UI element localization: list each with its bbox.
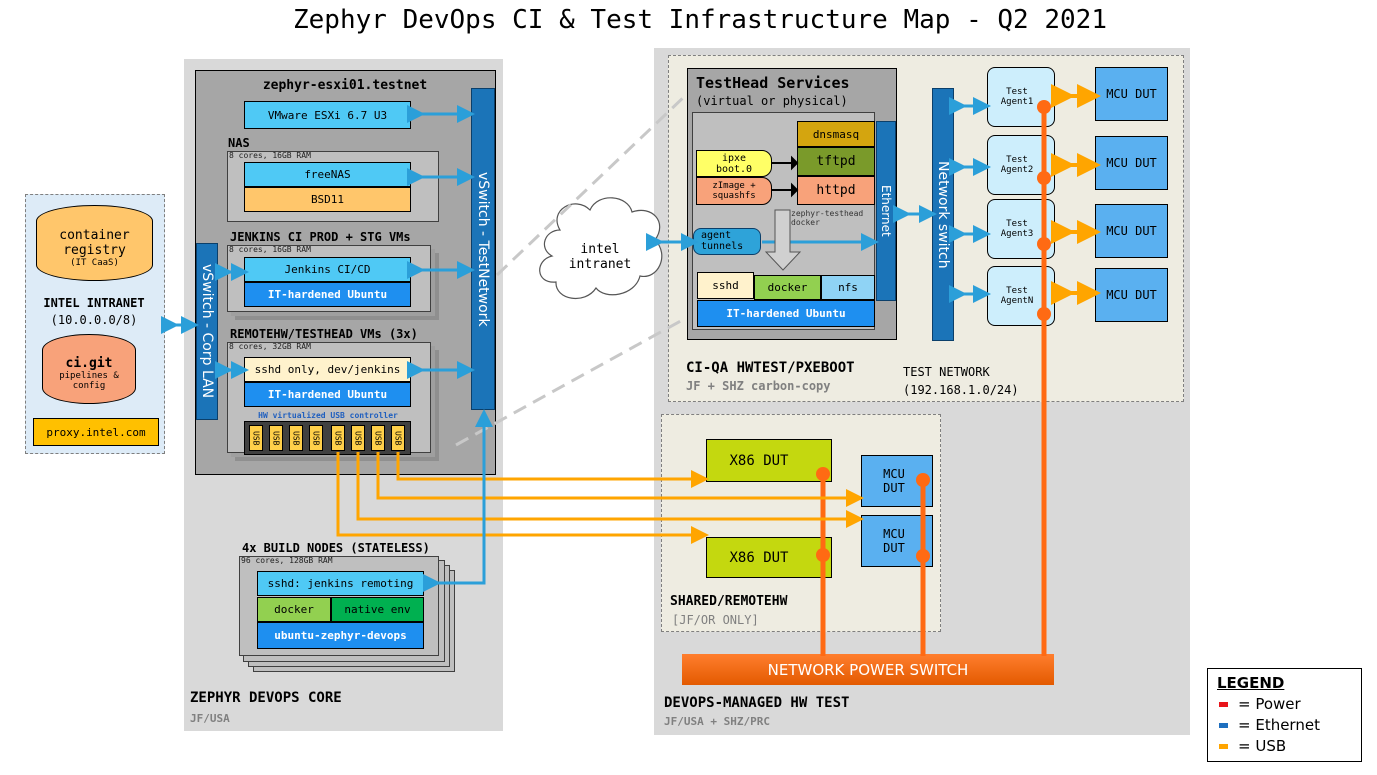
mcu-dut-n: MCU DUT	[1095, 268, 1168, 322]
ci-git-label: ci.git	[65, 355, 113, 371]
agent-tunnels-cylinder	[693, 228, 761, 255]
legend-usb-swatch	[1219, 744, 1228, 749]
page-title: Zephyr DevOps CI & Test Infrastructure M…	[293, 5, 1107, 35]
legend-usb-label: = USB	[1238, 737, 1287, 755]
vswitch-corp-lan: vSwitch - Corp LAN	[196, 243, 218, 420]
x86-dut-2: X86 DUT	[706, 537, 832, 578]
native-env-box: native env	[331, 597, 424, 622]
sshd-jenkins-box: sshd: jenkins remoting	[257, 571, 424, 596]
testhead-docker-box: docker	[754, 275, 821, 300]
usb-port: USB	[269, 425, 283, 451]
testhead-loc: JF + SHZ carbon-copy	[686, 379, 831, 393]
container-registry-sublabel: (IT CaaS)	[70, 258, 119, 268]
testhead-name: CI-QA HWTEST/PXEBOOT	[686, 360, 855, 376]
freenas-box: freeNAS	[244, 162, 411, 187]
test-network-subnet: (192.168.1.0/24)	[903, 383, 1019, 397]
testhead-title: TestHead Services	[696, 74, 850, 92]
intel-intranet-subnet: (10.0.0.0/8)	[50, 313, 138, 327]
remotehw-ubuntu-box: IT-hardened Ubuntu	[244, 382, 411, 407]
usb-port: USB	[351, 425, 365, 451]
usb-ports: USB USB USB USB USB USB USB USB	[249, 425, 409, 451]
mcu-dut-3: MCU DUT	[1095, 204, 1168, 258]
testhead-ethernet: Ethernet	[876, 121, 896, 301]
agent-tunnels-label: agent tunnels	[701, 230, 744, 252]
network-power-switch: NETWORK POWER SWITCH	[682, 654, 1054, 685]
build-docker-box: docker	[257, 597, 331, 622]
testhead-ubuntu-box: IT-hardened Ubuntu	[697, 300, 875, 327]
tftpd-box: tftpd	[797, 147, 875, 176]
dnsmasq-box: dnsmasq	[797, 121, 875, 147]
build-nodes-specs: 96 cores, 128GB RAM	[241, 556, 333, 565]
usb-controller-label: HW virtualized USB controller	[258, 410, 398, 420]
esxi-host-label: zephyr-esxi01.testnet	[262, 77, 428, 93]
sshd-dev-box: sshd only, dev/jenkins	[244, 357, 411, 382]
zimage-box: zImage + squashfs	[696, 177, 772, 205]
usb-port: USB	[249, 425, 263, 451]
test-agent-1: Test Agent1	[987, 67, 1055, 127]
core-region-loc: JF/USA	[190, 712, 230, 725]
x86-dut-1: X86 DUT	[706, 439, 832, 482]
legend-ethernet-swatch	[1219, 723, 1228, 728]
build-ubuntu-box: ubuntu-zephyr-devops	[257, 622, 424, 649]
proxy-box: proxy.intel.com	[33, 418, 159, 446]
remotehw-specs: 8 cores, 32GB RAM	[229, 342, 311, 351]
usb-port: USB	[331, 425, 345, 451]
nas-specs: 8 cores, 16GB RAM	[229, 151, 311, 160]
legend-box: LEGEND = Power = Ethernet = USB	[1207, 668, 1362, 762]
intel-intranet-name: INTEL INTRANET	[43, 296, 145, 310]
mcu-dut-1: MCU DUT	[1095, 67, 1168, 121]
vmware-box: VMware ESXi 6.7 U3	[244, 101, 411, 129]
usb-port: USB	[371, 425, 385, 451]
testhead-subtitle: (virtual or physical)	[696, 94, 848, 108]
mcu-dut-2: MCU DUT	[1095, 136, 1168, 190]
jenkins-label: JENKINS CI PROD + STG VMs	[230, 230, 411, 244]
intel-cloud-label: intel intranet	[568, 242, 632, 272]
shared-mcu-dut-2: MCU DUT	[861, 515, 933, 567]
container-registry-cylinder: container registry (IT CaaS)	[36, 205, 153, 281]
bsd11-box: BSD11	[244, 187, 411, 212]
ipxe-box: ipxe boot.0	[696, 150, 772, 177]
test-agent-3: Test Agent3	[987, 199, 1055, 259]
usb-port: USB	[309, 425, 323, 451]
shared-name: SHARED/REMOTEHW	[670, 594, 788, 609]
hw-test-loc: JF/USA + SHZ/PRC	[664, 715, 770, 728]
core-region-name: ZEPHYR DEVOPS CORE	[190, 690, 342, 706]
remotehw-label: REMOTEHW/TESTHEAD VMs (3x)	[230, 327, 418, 341]
nfs-box: nfs	[821, 275, 875, 300]
test-network-name: TEST NETWORK	[903, 365, 990, 379]
jenkins-ci-box: Jenkins CI/CD	[244, 257, 411, 282]
shared-loc: [JF/OR ONLY]	[672, 613, 759, 627]
legend-power-swatch	[1219, 702, 1228, 707]
test-agent-2: Test Agent2	[987, 135, 1055, 195]
vswitch-testnetwork: vSwitch - TestNetwork	[471, 88, 495, 410]
sshd-box: sshd	[697, 272, 754, 299]
legend-ethernet-label: = Ethernet	[1238, 716, 1320, 734]
test-agent-n: Test AgentN	[987, 266, 1055, 326]
shared-mcu-dut-1: MCU DUT	[861, 455, 933, 507]
httpd-box: httpd	[797, 176, 875, 205]
jenkins-specs: 8 cores, 16GB RAM	[229, 245, 311, 254]
hw-test-name: DEVOPS-MANAGED HW TEST	[664, 695, 850, 711]
usb-port: USB	[289, 425, 303, 451]
legend-power-label: = Power	[1238, 695, 1301, 713]
legend-title: LEGEND	[1217, 674, 1285, 692]
testhead-container-label: zephyr-testhead docker	[791, 209, 864, 227]
network-switch: Network switch	[932, 88, 954, 341]
ci-git-cylinder: ci.git pipelines & config	[42, 334, 136, 404]
container-registry-label: container registry	[59, 228, 130, 258]
build-nodes-label: 4x BUILD NODES (STATELESS)	[242, 541, 430, 555]
usb-port: USB	[391, 425, 405, 451]
jenkins-ubuntu-box: IT-hardened Ubuntu	[244, 282, 411, 307]
nas-label: NAS	[228, 136, 250, 150]
ci-git-sublabel: pipelines & config	[59, 370, 119, 391]
